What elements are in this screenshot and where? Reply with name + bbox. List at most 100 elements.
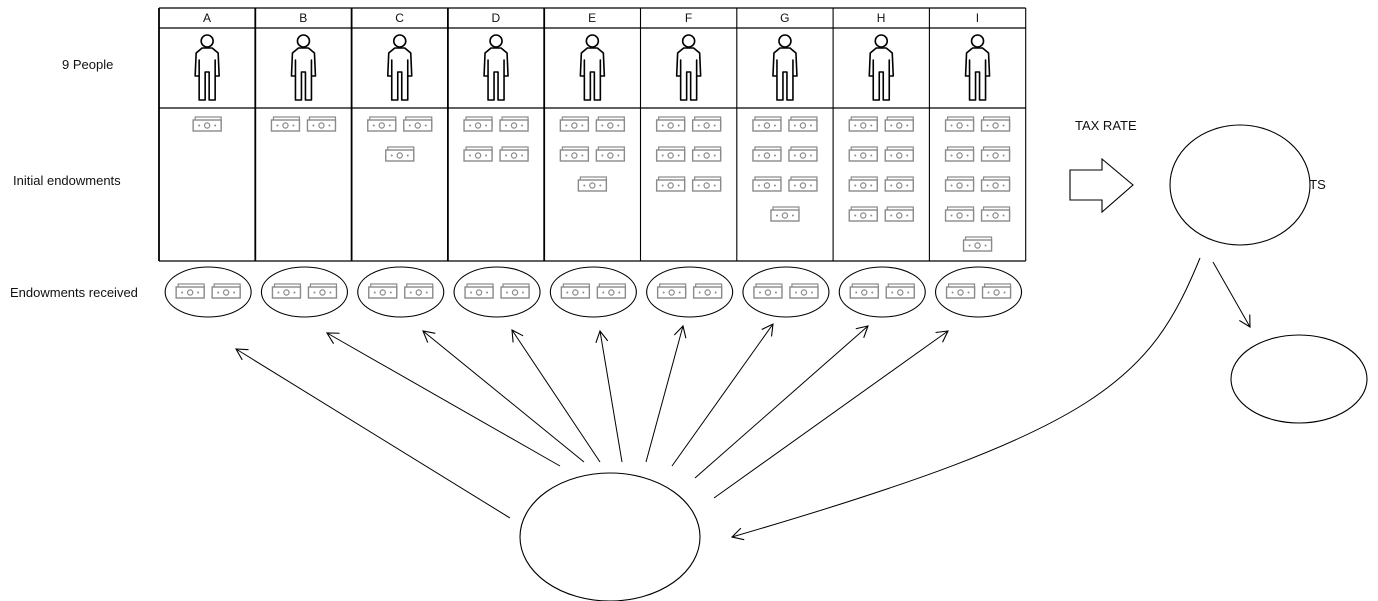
redistribute-value: 93.2%: [548, 544, 585, 559]
banknote-icon: [464, 283, 494, 299]
banknote-icon: [848, 146, 878, 162]
banknote-icon: [884, 146, 914, 162]
banknote-icon: [577, 176, 608, 192]
banknote-icon: [788, 176, 818, 192]
banknote-icon: [945, 283, 976, 299]
column-header-b: B: [299, 11, 308, 25]
banknote-icon: [596, 283, 627, 299]
column-header-g: G: [780, 11, 790, 25]
banknote-icon: [848, 116, 878, 132]
person-icon: [579, 34, 606, 101]
banknote-icon: [752, 116, 782, 132]
banknote-icon: [306, 116, 337, 132]
received-ellipse-a: [164, 266, 252, 318]
endowments-received-label: Endowments received: [10, 285, 138, 300]
banknote-icon: [595, 146, 626, 162]
redistribution-arrow-b: [326, 332, 561, 467]
banknote-icon: [980, 146, 1011, 162]
redistribution-arrow-f: [645, 324, 687, 463]
banknote-icon: [559, 146, 590, 162]
banknote-icon: [962, 236, 993, 252]
banknote-icon: [849, 283, 879, 299]
redistribution-arrow-i: [713, 330, 949, 499]
banknote-icon: [981, 283, 1012, 299]
banknote-icon: [884, 176, 914, 192]
banknote-icon: [270, 116, 301, 132]
banknote-icon: [385, 146, 415, 162]
person-icon: [964, 34, 991, 101]
banknote-icon: [692, 283, 723, 299]
received-ellipse-b: [260, 266, 349, 318]
column-header-d: D: [491, 11, 501, 25]
column-header-h: H: [876, 11, 886, 25]
banknote-icon: [885, 283, 915, 299]
banknote-icon: [753, 283, 783, 299]
banknote-icon: [980, 176, 1011, 192]
banknote-icon: [848, 176, 878, 192]
banknote-icon: [192, 116, 222, 132]
redistribute-label: Amount to redistribute: [541, 518, 669, 533]
redistribute-ellipse: [519, 472, 701, 601]
banknote-icon: [655, 116, 686, 132]
loss-ellipse: [1230, 334, 1368, 424]
received-ellipse-i: [934, 266, 1023, 318]
banknote-icon: [752, 146, 782, 162]
banknote-icon: [788, 116, 818, 132]
column-header-f: F: [684, 11, 693, 25]
banknote-icon: [499, 146, 529, 162]
arrow-receipts-to-redistribute: [730, 257, 1201, 541]
column-header-c: C: [395, 11, 404, 25]
banknote-icon: [884, 206, 914, 222]
banknote-icon: [789, 283, 819, 299]
person-icon: [290, 34, 317, 101]
column-header-a: A: [202, 11, 211, 25]
received-ellipse-e: [549, 266, 637, 318]
arrow-to-loss: [1212, 261, 1251, 328]
banknote-icon: [884, 116, 914, 132]
redistribution-arrow-c: [422, 330, 585, 463]
initial-endowments-label: Initial endowments: [13, 173, 121, 188]
banknote-icon: [559, 116, 590, 132]
banknote-icon: [595, 116, 626, 132]
banknote-icon: [211, 283, 241, 299]
person-icon: [483, 34, 509, 101]
banknote-icon: [848, 206, 878, 222]
banknote-icon: [368, 283, 398, 299]
banknote-icon: [499, 116, 529, 132]
person-icon: [386, 34, 413, 101]
banknote-icon: [788, 146, 818, 162]
banknote-icon: [944, 116, 975, 132]
block-arrow-right-icon: [1069, 157, 1134, 214]
person-icon: [194, 34, 220, 101]
redistribution-arrow-g: [671, 323, 774, 467]
banknote-icon: [307, 283, 338, 299]
banknote-icon: [560, 283, 591, 299]
column-header-i: I: [975, 11, 980, 25]
banknote-icon: [463, 116, 493, 132]
banknote-icon: [691, 116, 722, 132]
banknote-icon: [944, 206, 975, 222]
banknote-icon: [691, 146, 722, 162]
banknote-icon: [367, 116, 397, 132]
banknote-icon: [500, 283, 530, 299]
total-receipts-label: TOTAL RECEIPTS: [1217, 177, 1326, 192]
banknote-icon: [175, 283, 205, 299]
banknote-icon: [404, 283, 434, 299]
banknote-icon: [655, 176, 686, 192]
banknote-icon: [980, 116, 1011, 132]
tax-rate-label: TAX RATE: [1075, 118, 1137, 133]
banknote-icon: [944, 146, 975, 162]
person-icon: [675, 34, 702, 101]
received-ellipse-g: [742, 266, 830, 318]
banknote-icon: [944, 176, 975, 192]
received-ellipse-c: [357, 266, 445, 318]
loss-label: LOSS: [1264, 373, 1299, 388]
banknote-icon: [752, 176, 782, 192]
received-ellipse-d: [453, 266, 541, 318]
banknote-icon: [271, 283, 302, 299]
loss-value: (6.8 %): [1302, 372, 1344, 387]
received-ellipse-h: [838, 266, 926, 318]
banknote-icon: [655, 146, 686, 162]
